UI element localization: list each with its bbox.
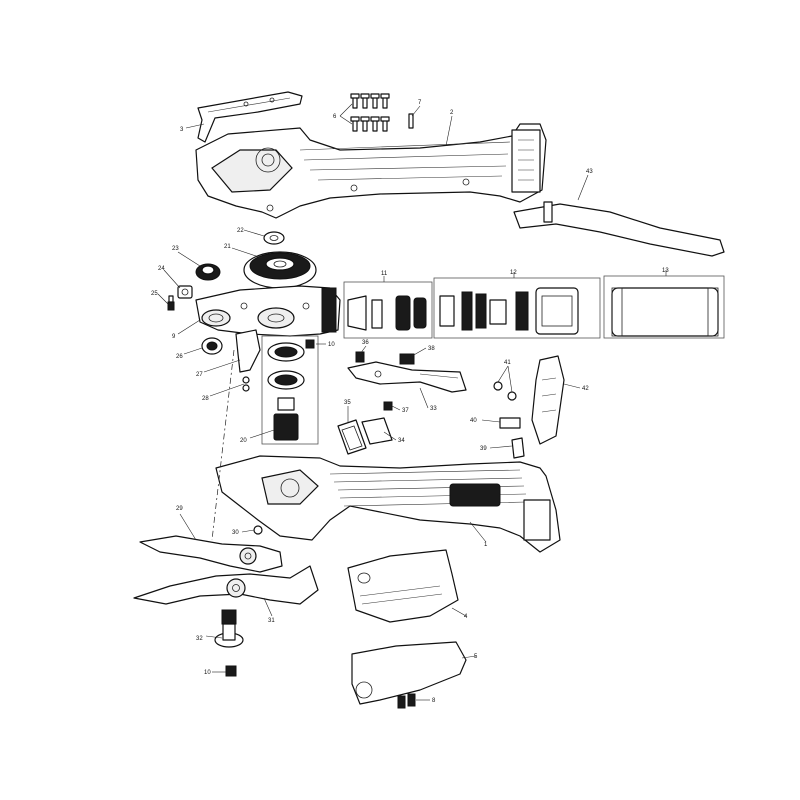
- callout-labels: 3 6 7 2 43 22 21 23 24 25 9 26 27 28 20 …: [151, 100, 669, 704]
- part-35-plate: [337, 419, 367, 455]
- part-13-motor: [603, 275, 725, 339]
- part-29-upper-blade: [139, 535, 283, 573]
- part-26-bearing: [201, 337, 223, 355]
- callout-8: 8: [432, 698, 436, 704]
- leader-lines: [157, 103, 667, 701]
- callout-41: 41: [504, 360, 511, 366]
- callout-20: 20: [240, 438, 247, 444]
- part-5-bottom-cover: [351, 641, 467, 705]
- part-22-ring: [263, 231, 285, 245]
- part-33-trigger: [347, 361, 467, 393]
- callout-35: 35: [344, 400, 351, 406]
- part-40-block: [499, 417, 521, 429]
- callout-31: 31: [268, 618, 275, 624]
- callout-33: 33: [430, 406, 437, 412]
- part-27-bracket: [235, 329, 261, 373]
- part-32-bolt: [214, 609, 244, 648]
- part-34-plate: [361, 417, 393, 445]
- callout-42: 42: [582, 386, 589, 392]
- callout-28: 28: [202, 396, 209, 402]
- callout-26: 26: [176, 354, 183, 360]
- callout-34: 34: [398, 438, 405, 444]
- part-28-screws: [242, 376, 250, 392]
- part-3-top-cover: [197, 91, 303, 143]
- part-30-screw: [253, 525, 263, 535]
- part-24-clip: [177, 285, 193, 299]
- part-2-upper-housing: [195, 123, 547, 219]
- part-11-motor-group: [343, 281, 433, 339]
- part-39-clip: [511, 437, 525, 459]
- part-41-screws: [493, 381, 517, 401]
- callout-30: 30: [232, 530, 239, 536]
- part-42-side-panel: [531, 355, 565, 445]
- callout-43: 43: [586, 169, 593, 175]
- callout-22: 22: [237, 228, 244, 234]
- callout-38: 38: [428, 346, 435, 352]
- callout-24: 24: [158, 266, 165, 272]
- callout-29: 29: [176, 506, 183, 512]
- callout-11: 11: [381, 271, 388, 277]
- callout-25: 25: [151, 291, 158, 297]
- callout-6: 6: [333, 114, 337, 120]
- callout-2: 2: [450, 110, 454, 116]
- part-20-drive-assembly: [261, 335, 319, 445]
- part-8-screws: [397, 693, 416, 709]
- gear-head-housing: [195, 285, 341, 337]
- callout-37: 37: [402, 408, 409, 414]
- part-12-gearbox-group: [433, 277, 601, 339]
- alignment-axis: [211, 349, 235, 541]
- part-10-screw-upper: [305, 339, 315, 349]
- callout-3: 3: [180, 127, 184, 133]
- part-4-battery-cover: [347, 549, 459, 623]
- callout-13: 13: [662, 268, 669, 274]
- callout-9: 9: [172, 334, 176, 340]
- callout-36: 36: [362, 340, 369, 346]
- callout-39: 39: [480, 446, 487, 452]
- part-7-pin: [408, 113, 414, 129]
- part-1-lower-housing: [215, 455, 561, 553]
- part-36-spring: [355, 351, 365, 363]
- callout-23: 23: [172, 246, 179, 252]
- callout-4: 4: [464, 614, 468, 620]
- part-31-lower-blade: [133, 565, 319, 605]
- part-21-bevel-gear: [243, 251, 317, 289]
- callout-27: 27: [196, 372, 203, 378]
- part-43-strap: [513, 201, 725, 257]
- callout-40: 40: [470, 418, 477, 424]
- callout-12: 12: [510, 270, 517, 276]
- part-10-screw-lower: [225, 665, 237, 677]
- part-38-spring: [399, 353, 415, 365]
- callout-5: 5: [474, 654, 478, 660]
- callout-1: 1: [484, 542, 488, 548]
- callout-7: 7: [418, 100, 422, 106]
- callout-32: 32: [196, 636, 203, 642]
- part-37-screw: [383, 401, 393, 411]
- callout-10-upper: 10: [328, 342, 335, 348]
- callout-10-lower: 10: [204, 670, 211, 676]
- part-6-screw-set: [350, 93, 390, 132]
- callout-21: 21: [224, 244, 231, 250]
- part-23-small-gear: [195, 263, 221, 281]
- part-25-screw: [167, 295, 175, 311]
